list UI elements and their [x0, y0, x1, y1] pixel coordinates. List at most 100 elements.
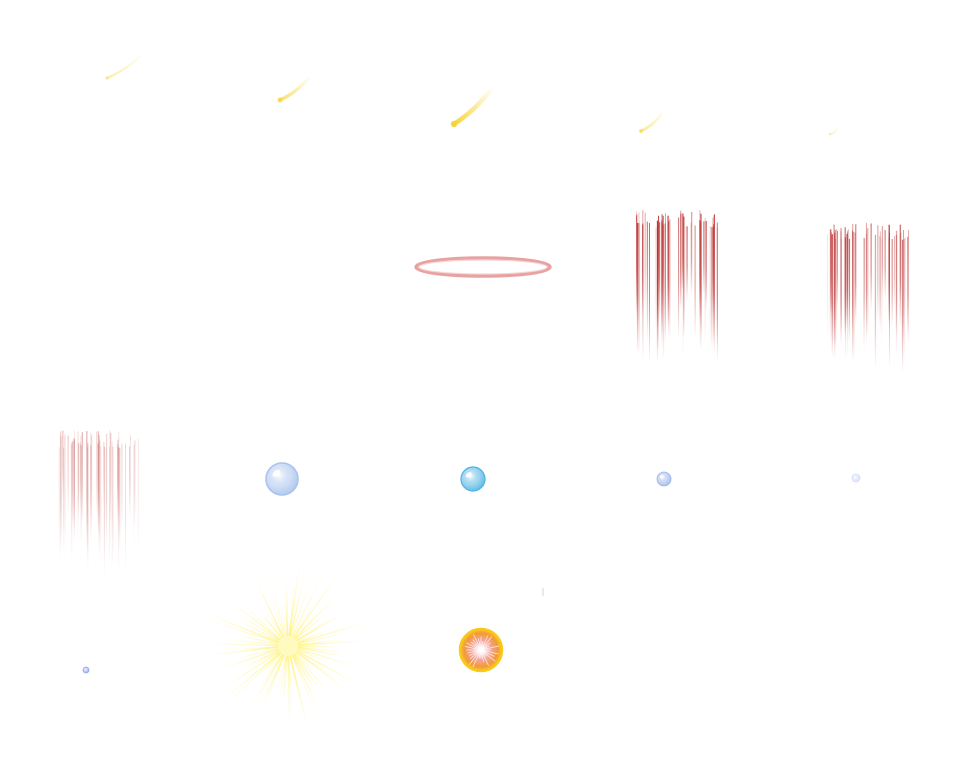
- burst-ray: [287, 645, 360, 668]
- shockwave-ring-highlight: [418, 259, 548, 275]
- red-slash-curtain-frame-2: [768, 192, 960, 384]
- burst-ray: [287, 645, 291, 729]
- bubble: [82, 666, 90, 674]
- bubble-frame-4: [768, 384, 960, 576]
- slash-lines: [635, 210, 718, 365]
- fireball-streak: [480, 645, 500, 651]
- bubble-frame-2: [384, 384, 576, 576]
- bubble-graphic: [656, 471, 672, 487]
- burst-ray: [254, 578, 289, 647]
- shockwave-ring: [414, 256, 552, 278]
- fireball-streak: [467, 649, 482, 654]
- fireball-streak: [480, 649, 485, 662]
- red-slash-curtain-graphic: [58, 430, 139, 576]
- burst-ray: [241, 603, 289, 647]
- fireball-streak: [480, 642, 491, 651]
- bubble-graphic: [851, 473, 861, 483]
- fireball-streak: [470, 641, 482, 651]
- bubble-highlight: [659, 475, 664, 479]
- red-slash-curtain-graphic: [635, 210, 718, 365]
- red-slash-curtain-frame-1: [576, 192, 768, 384]
- comet-head: [277, 97, 283, 103]
- comet-tail: [451, 85, 495, 127]
- fireball-streak: [469, 649, 482, 659]
- empty-frame: [576, 576, 768, 768]
- burst-ray: [287, 578, 321, 647]
- empty-frame: [768, 576, 960, 768]
- fireball-streak: [480, 649, 499, 655]
- comet-head: [105, 76, 109, 80]
- bubble-graphic: [82, 666, 90, 674]
- burst-ray: [287, 578, 312, 647]
- burst-ray: [287, 592, 340, 647]
- comet-streak-frame-3: [384, 0, 576, 192]
- comet-head: [828, 132, 832, 136]
- burst-ray: [261, 645, 289, 705]
- fireball-streak: [477, 638, 482, 651]
- bubble-frame-5: [0, 576, 192, 768]
- fireball-streak: [480, 649, 489, 666]
- empty-frame: [192, 192, 384, 384]
- burst-ray: [287, 620, 371, 647]
- burst-ray: [287, 573, 339, 647]
- fireball-streak: [472, 639, 482, 651]
- burst-ray: [205, 618, 289, 647]
- comet-tail: [278, 74, 312, 102]
- light-burst-frame: [192, 560, 384, 768]
- fireball-streak: [464, 645, 482, 651]
- empty-frame: [0, 192, 192, 384]
- comet-streak-graphic: [828, 123, 839, 136]
- comet-streak-graphic: [450, 85, 495, 128]
- comet-streak-graphic: [105, 50, 146, 80]
- comet-tail: [829, 123, 839, 135]
- fireball-streak: [469, 649, 482, 665]
- burst-ray: [285, 581, 289, 647]
- red-slash-curtain-graphic: [827, 222, 909, 373]
- fireball-flash-frame: [384, 576, 576, 768]
- fireball-streak: [480, 635, 489, 651]
- fireball-streak: [469, 649, 482, 656]
- comet-streak-frame-5: [768, 0, 960, 192]
- bubble: [656, 471, 672, 487]
- shockwave-ring-frame: [384, 192, 576, 384]
- burst-ray: [209, 614, 289, 647]
- burst-ray: [287, 645, 319, 706]
- bubble-highlight: [272, 469, 281, 477]
- fireball-streak: [480, 636, 493, 651]
- comet-tail: [105, 50, 146, 80]
- burst-ray: [287, 560, 301, 647]
- bubble-graphic: [265, 462, 299, 496]
- comet-tail: [639, 108, 666, 133]
- fireball-streaks: [464, 634, 500, 668]
- bubble-frame-3: [576, 384, 768, 576]
- burst-ray: [252, 645, 289, 705]
- burst-ray: [227, 645, 289, 703]
- light-burst-graphic: [203, 560, 371, 729]
- bubble-frame-1: [192, 384, 384, 576]
- burst-ray: [224, 645, 289, 699]
- burst-ray: [269, 577, 289, 647]
- comet-streak-graphic: [639, 108, 666, 133]
- burst-core: [278, 636, 298, 656]
- fireball-streak: [465, 642, 482, 651]
- slash-lines: [827, 222, 909, 373]
- bubble: [460, 466, 486, 492]
- burst-ray: [287, 645, 349, 693]
- comet-streak-frame-4: [576, 0, 768, 192]
- burst-ray: [221, 645, 289, 690]
- fireball-streak: [472, 649, 482, 668]
- burst-ray: [219, 645, 289, 670]
- burst-ray: [287, 645, 361, 686]
- burst-ray: [287, 609, 349, 647]
- comet-streak-graphic: [277, 74, 312, 103]
- fireball-rim: [458, 627, 504, 673]
- fireball-streak: [480, 649, 496, 662]
- burst-ray: [287, 645, 335, 700]
- bubble-highlight: [465, 472, 472, 478]
- bubble-graphic: [460, 466, 486, 492]
- comet-head: [450, 120, 458, 128]
- fireball-streak: [473, 634, 482, 651]
- bubble: [851, 473, 861, 483]
- bubble: [265, 462, 299, 496]
